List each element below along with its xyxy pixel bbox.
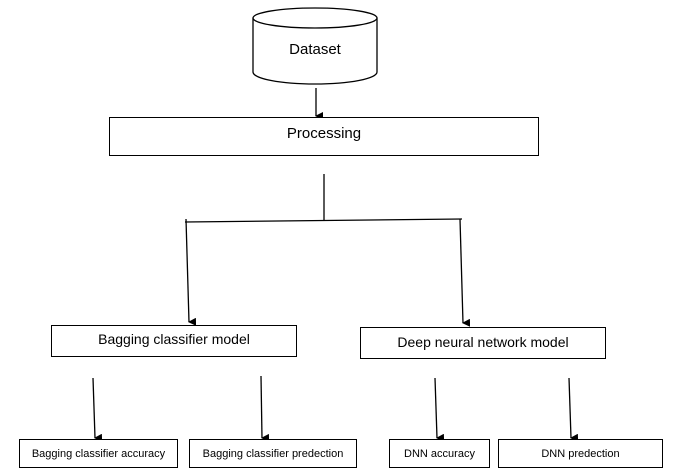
arrow-to-bagging-prediction bbox=[260, 375, 270, 442]
bagging-prediction-box: Bagging classifier predection bbox=[189, 439, 357, 468]
arrow-to-dnn-accuracy bbox=[434, 377, 445, 442]
arrow-split-to-dnn-model bbox=[459, 218, 471, 327]
dnn-prediction-box: DNN predection bbox=[498, 439, 663, 468]
dnn-accuracy-label: DNN accuracy bbox=[404, 447, 475, 460]
processing-box: Processing bbox=[109, 117, 539, 156]
dnn-model-box: Deep neural network model bbox=[360, 327, 606, 359]
bagging-model-box: Bagging classifier model bbox=[51, 325, 297, 357]
processing-label: Processing bbox=[286, 125, 362, 142]
arrow-to-dnn-prediction bbox=[568, 377, 579, 442]
arrow-split-to-bagging-model bbox=[185, 218, 197, 326]
dataset-cylinder bbox=[252, 7, 378, 85]
bagging-model-label: Bagging classifier model bbox=[98, 331, 250, 347]
bagging-accuracy-label: Bagging classifier accuracy bbox=[31, 447, 166, 460]
dataset-label: Dataset bbox=[289, 41, 341, 58]
dnn-model-label: Deep neural network model bbox=[397, 334, 569, 350]
dnn-accuracy-box: DNN accuracy bbox=[389, 439, 490, 468]
connector-split-bar bbox=[184, 218, 463, 223]
bagging-accuracy-box: Bagging classifier accuracy bbox=[19, 439, 178, 468]
dnn-prediction-label: DNN predection bbox=[541, 447, 620, 460]
bagging-prediction-label: Bagging classifier predection bbox=[202, 447, 344, 460]
arrow-to-bagging-accuracy bbox=[92, 377, 103, 442]
